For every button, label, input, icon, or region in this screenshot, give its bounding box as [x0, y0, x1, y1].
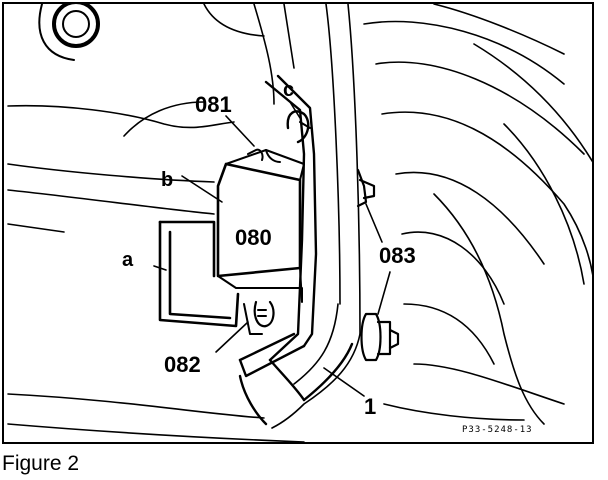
label-1: 1 — [364, 394, 377, 419]
figure-caption: Figure 2 — [2, 452, 80, 475]
label-081: 081 — [195, 92, 232, 117]
body-contours — [7, 4, 592, 442]
label-a: a — [122, 249, 134, 271]
screw-082 — [243, 300, 275, 335]
nut-083-lower — [360, 312, 400, 362]
label-080: 080 — [235, 225, 272, 250]
label-c: c — [283, 79, 295, 101]
mounting-hole — [38, 4, 100, 61]
clip-c — [286, 110, 311, 144]
figure-code: P33-5248-13 — [462, 425, 533, 435]
technical-illustration — [7, 4, 592, 442]
leader-lines — [153, 101, 391, 397]
diagram-frame: 081 c b 080 a 083 082 1 P33-5248-13 — [2, 2, 594, 444]
label-082: 082 — [164, 352, 201, 377]
nut-083-upper — [356, 168, 376, 208]
part-a — [158, 220, 240, 328]
label-083: 083 — [379, 243, 416, 268]
label-b: b — [161, 169, 174, 191]
module-080 — [216, 148, 305, 303]
